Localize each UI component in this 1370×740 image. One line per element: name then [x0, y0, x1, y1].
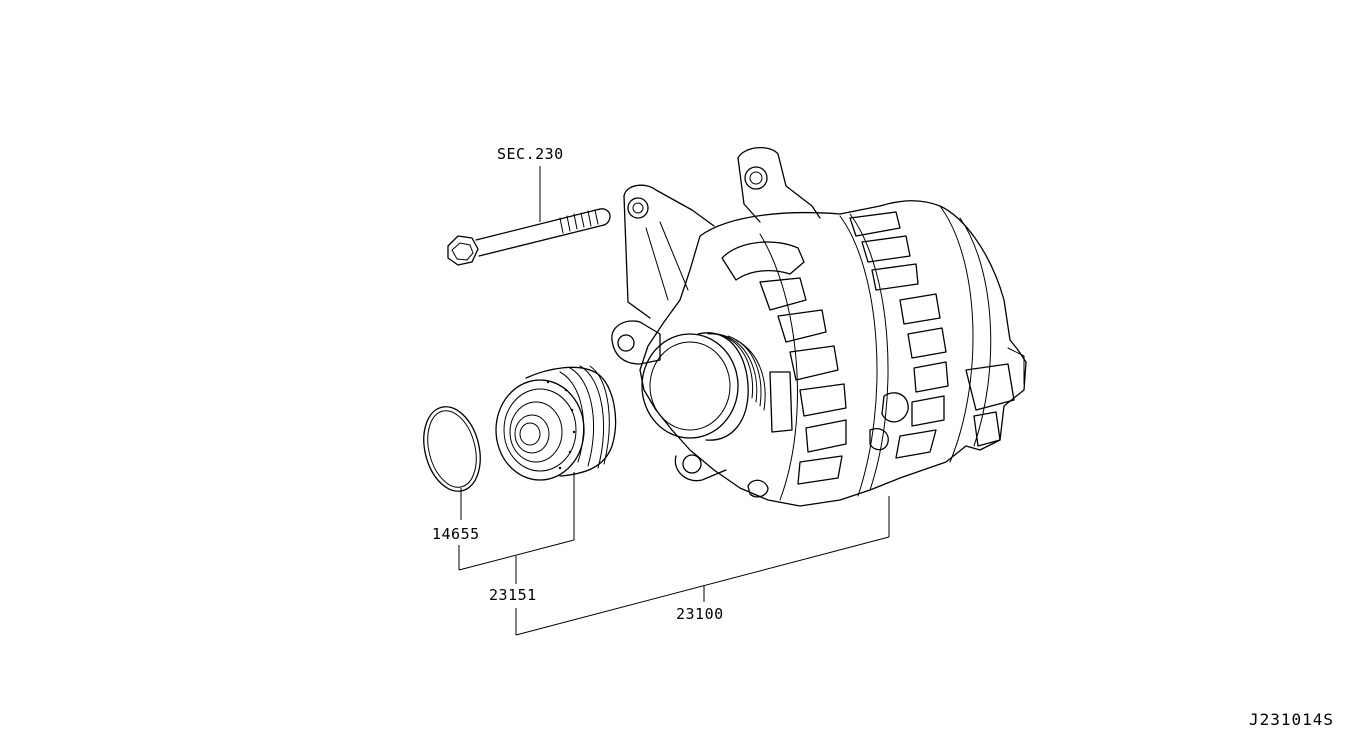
pulley[interactable] [495, 365, 617, 481]
alternator-part-number: 23100 [676, 605, 724, 623]
o-ring-part-number: 14655 [432, 525, 480, 543]
pulley-part-number: 23151 [489, 586, 537, 604]
o-ring[interactable] [415, 401, 488, 498]
sec-230-label: SEC.230 [497, 145, 564, 163]
diagram-code: J231014S [1249, 710, 1335, 729]
leader-lines [458, 166, 890, 636]
alternator[interactable] [611, 147, 1027, 507]
mounting-bolt[interactable] [447, 208, 611, 266]
